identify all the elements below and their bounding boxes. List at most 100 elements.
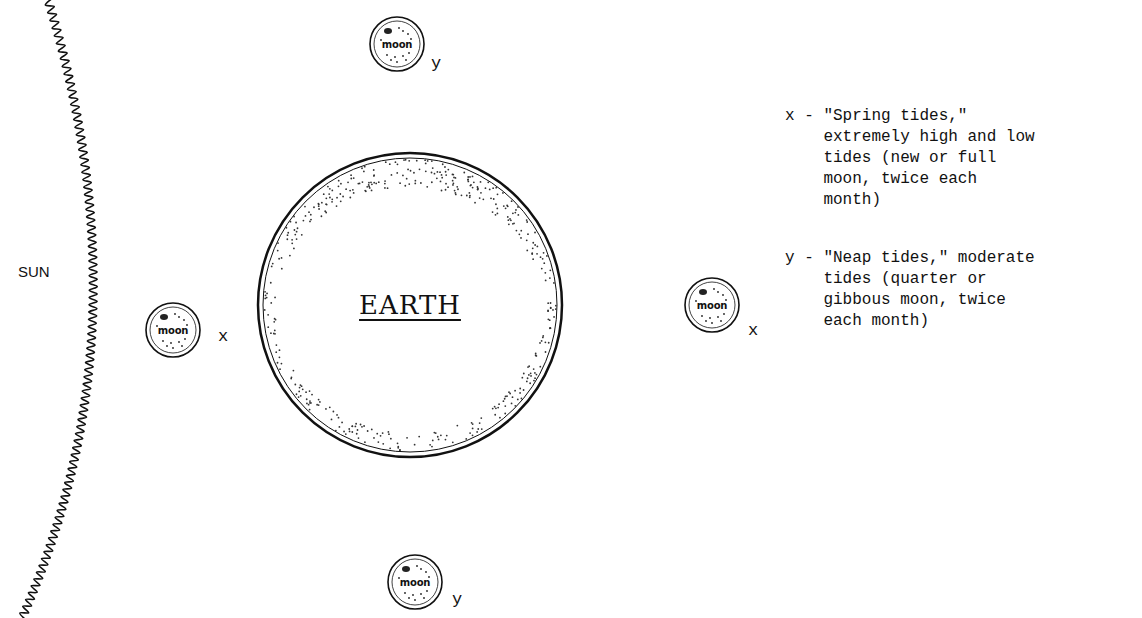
ocean-stipple	[387, 187, 389, 189]
ocean-stipple	[521, 377, 523, 379]
ocean-stipple	[439, 171, 441, 173]
ocean-stipple	[480, 417, 482, 419]
ocean-stipple	[545, 280, 547, 282]
ocean-stipple	[472, 175, 474, 177]
ocean-stipple	[341, 422, 343, 424]
ocean-stipple	[492, 408, 494, 410]
ocean-stipple	[481, 428, 483, 430]
ocean-stipple	[384, 183, 386, 185]
ocean-stipple	[321, 202, 323, 204]
moon-label: moon	[697, 300, 727, 311]
ocean-stipple	[281, 363, 283, 365]
ocean-stipple	[391, 174, 393, 176]
ocean-stipple	[366, 186, 368, 188]
ocean-stipple	[506, 205, 508, 207]
ocean-stipple	[353, 177, 355, 179]
ocean-stipple	[550, 307, 552, 309]
ocean-stipple	[555, 308, 557, 310]
ocean-stipple	[272, 263, 274, 265]
ocean-stipple	[456, 425, 458, 427]
ocean-stipple	[362, 181, 364, 183]
ocean-stipple	[296, 238, 298, 240]
ocean-stipple	[302, 388, 304, 390]
position-letter: x	[218, 327, 228, 346]
ocean-stipple	[432, 440, 434, 442]
ocean-stipple	[331, 190, 333, 192]
ocean-stipple	[547, 310, 549, 312]
moon-outline	[388, 555, 442, 609]
earth-label: EARTH	[359, 290, 461, 320]
ocean-stipple	[549, 269, 551, 271]
ocean-stipple	[410, 170, 412, 172]
ocean-stipple	[447, 186, 449, 188]
ocean-stipple	[351, 431, 353, 433]
ocean-stipple	[542, 335, 544, 337]
ocean-stipple	[278, 258, 280, 260]
ocean-stipple	[544, 341, 546, 343]
ocean-stipple	[445, 189, 447, 191]
ocean-stipple	[467, 178, 469, 180]
ocean-stipple	[368, 182, 370, 184]
ocean-stipple	[487, 181, 489, 183]
moon-speck	[408, 597, 410, 599]
ocean-stipple	[536, 374, 538, 376]
ocean-stipple	[294, 229, 296, 231]
ocean-stipple	[300, 395, 302, 397]
ocean-stipple	[350, 178, 352, 180]
ocean-stipple	[426, 186, 428, 188]
moon-speck	[162, 340, 164, 342]
ocean-stipple	[318, 203, 320, 205]
ocean-stipple	[456, 186, 458, 188]
ocean-stipple	[309, 402, 311, 404]
ocean-stipple	[347, 181, 349, 183]
moon-speck	[412, 594, 414, 596]
ocean-stipple	[545, 351, 547, 353]
ocean-stipple	[311, 394, 313, 396]
moon-speck	[405, 59, 407, 61]
ocean-stipple	[316, 404, 318, 406]
ocean-stipple	[304, 206, 306, 208]
ocean-stipple	[471, 422, 473, 424]
ocean-stipple	[455, 194, 457, 196]
moon-speck	[156, 325, 158, 327]
ocean-stipple	[338, 426, 340, 428]
ocean-stipple	[514, 405, 516, 407]
ocean-stipple	[403, 159, 405, 161]
ocean-stipple	[496, 207, 498, 209]
ocean-stipple	[329, 406, 331, 408]
ocean-stipple	[375, 183, 377, 185]
ocean-stipple	[493, 198, 495, 200]
ocean-stipple	[318, 404, 320, 406]
ocean-stipple	[397, 163, 399, 165]
ocean-stipple	[549, 327, 551, 329]
ocean-stipple	[526, 250, 528, 252]
moon-outline	[146, 303, 200, 357]
ocean-stipple	[267, 326, 269, 328]
ocean-stipple	[496, 213, 498, 215]
ocean-stipple	[536, 246, 538, 248]
moon-speck	[398, 27, 400, 29]
ocean-stipple	[548, 342, 550, 344]
ocean-stipple	[321, 215, 323, 217]
ocean-stipple	[520, 230, 522, 232]
ocean-stipple	[425, 170, 427, 172]
ocean-stipple	[406, 437, 408, 439]
ocean-stipple	[296, 231, 298, 233]
ocean-stipple	[380, 435, 382, 437]
ocean-stipple	[540, 256, 542, 258]
ocean-stipple	[279, 349, 281, 351]
ocean-stipple	[511, 403, 513, 405]
ocean-stipple	[526, 239, 528, 241]
ocean-stipple	[521, 398, 523, 400]
ocean-stipple	[353, 192, 355, 194]
ocean-stipple	[452, 441, 454, 443]
ocean-stipple	[431, 446, 433, 448]
ocean-stipple	[453, 177, 455, 179]
ocean-stipple	[295, 222, 297, 224]
ocean-stipple	[338, 417, 340, 419]
ocean-stipple	[349, 431, 351, 433]
ocean-stipple	[553, 282, 555, 284]
ocean-stipple	[370, 181, 372, 183]
ocean-stipple	[482, 198, 484, 200]
ocean-stipple	[517, 398, 519, 400]
